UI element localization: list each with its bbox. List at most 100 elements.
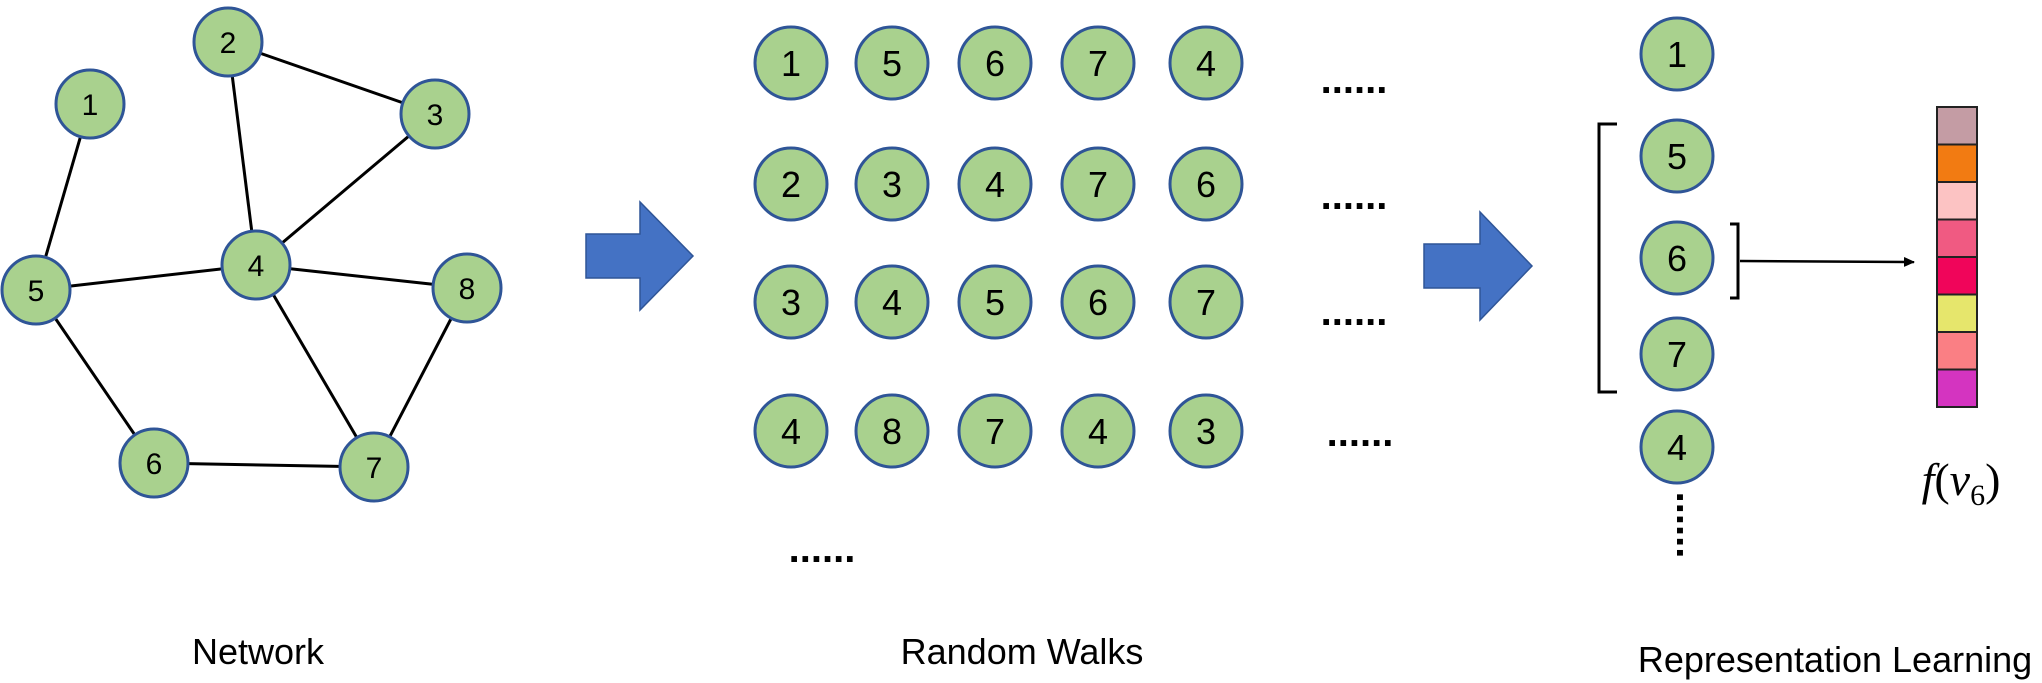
node-label: 7: [1088, 43, 1108, 84]
node-circle: [753, 264, 829, 340]
node: 1: [753, 25, 829, 101]
walk-row-ellipsis: ......: [1321, 290, 1388, 334]
node-label: 7: [985, 411, 1005, 452]
node-label: 7: [1088, 164, 1108, 205]
node-circle: [957, 25, 1033, 101]
node-label: 5: [985, 282, 1005, 323]
context-window-bracket: [1597, 122, 1617, 394]
node-label: 6: [1088, 282, 1108, 323]
node-circle: [1168, 146, 1244, 222]
walk-sequence: 1 5 6 7 4: [1639, 16, 1715, 485]
node-label: 4: [1196, 43, 1216, 84]
embedding-var: v: [1950, 454, 1971, 505]
embedding-cell: [1936, 256, 1978, 296]
node-circle: [54, 68, 126, 140]
embedding-arrow: [1739, 256, 1915, 267]
target-node-bracket: [1730, 222, 1740, 300]
node-circle: [399, 78, 471, 150]
node: 2: [753, 146, 829, 222]
node-circle: [1639, 220, 1715, 296]
network-edge: [255, 112, 436, 267]
network-edge: [227, 40, 436, 116]
vertical-ellipsis: ......: [1668, 492, 1712, 559]
node: 6: [957, 25, 1033, 101]
walk-row-ellipsis: ......: [1321, 174, 1388, 218]
embedding-label: f(v6): [1922, 454, 2001, 512]
node: 3: [753, 264, 829, 340]
node-circle: [957, 146, 1033, 222]
node-label: 6: [1667, 238, 1687, 279]
node: 7: [338, 431, 410, 503]
node-label: 3: [427, 99, 444, 132]
node-label: 6: [985, 43, 1005, 84]
node-label: 8: [882, 411, 902, 452]
node-circle: [1639, 118, 1715, 194]
node: 3: [854, 146, 930, 222]
node: 5: [957, 264, 1033, 340]
network-edge: [35, 263, 257, 292]
node-circle: [957, 264, 1033, 340]
node-label: 2: [781, 164, 801, 205]
network-edge: [254, 264, 376, 468]
node: 4: [957, 146, 1033, 222]
node: 5: [854, 25, 930, 101]
node: 4: [1639, 409, 1715, 485]
node: 7: [957, 393, 1033, 469]
node: 8: [431, 252, 503, 324]
embedding-cell: [1936, 368, 1978, 408]
node-circle: [1060, 25, 1136, 101]
node-label: 7: [1667, 334, 1687, 375]
node-label: 4: [1088, 411, 1108, 452]
representation-learning-caption: Representation Learning: [1638, 639, 2032, 680]
node: 4: [854, 264, 930, 340]
node-circle: [1639, 409, 1715, 485]
node: 7: [1639, 316, 1715, 392]
node-circle: [854, 264, 930, 340]
node: 7: [1060, 25, 1136, 101]
node-circle: [1639, 16, 1715, 92]
node: 8: [854, 393, 930, 469]
node-label: 5: [28, 275, 45, 308]
node: 3: [399, 78, 471, 150]
node: 6: [1168, 146, 1244, 222]
embedding-cell: [1936, 106, 1978, 146]
network-nodes: 1 2 3 4 5 6 7 8: [0, 6, 503, 503]
node-circle: [1168, 25, 1244, 101]
walk-row: 2 3 4 7 6: [753, 146, 1244, 222]
node-circle: [220, 229, 292, 301]
node: 4: [1060, 393, 1136, 469]
node-circle: [1060, 393, 1136, 469]
right-arrow-icon: [1423, 210, 1534, 322]
embedding-vector: [1936, 106, 1978, 408]
node-label: 4: [1667, 427, 1687, 468]
node: 6: [1060, 264, 1136, 340]
network-edge: [226, 41, 258, 266]
node-circle: [854, 146, 930, 222]
node: 6: [118, 427, 190, 499]
node-circle: [753, 393, 829, 469]
node-label: 3: [882, 164, 902, 205]
embedding-cell: [1936, 143, 1978, 183]
node: 1: [54, 68, 126, 140]
embedding-cell: [1936, 331, 1978, 371]
node: 5: [1639, 118, 1715, 194]
node-circle: [854, 393, 930, 469]
node: 7: [1060, 146, 1136, 222]
walk-row-ellipsis: ......: [1321, 58, 1388, 102]
walk-row-ellipsis: ......: [1327, 411, 1394, 455]
node: 4: [220, 229, 292, 301]
node-label: 4: [882, 282, 902, 323]
node-label: 5: [1667, 136, 1687, 177]
node-circle: [1168, 264, 1244, 340]
node-circle: [753, 25, 829, 101]
node: 1: [1639, 16, 1715, 92]
node-label: 4: [781, 411, 801, 452]
node-label: 2: [220, 27, 237, 60]
node-label: 4: [248, 250, 265, 283]
embedding-subscript: 6: [1970, 479, 1985, 512]
node-label: 7: [1196, 282, 1216, 323]
node-circle: [118, 427, 190, 499]
node: 3: [1168, 393, 1244, 469]
